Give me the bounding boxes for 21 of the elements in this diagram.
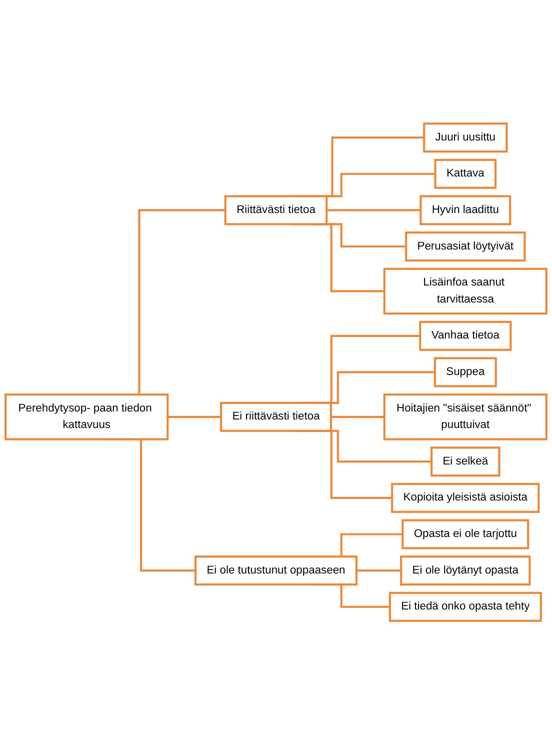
node-box: Opasta ei ole tarjottu [402, 520, 530, 550]
node-box: Juuri uusittu [423, 122, 508, 153]
node-box: Suppea [434, 357, 497, 388]
connector [330, 416, 384, 418]
node-box: Ei selkeä [430, 446, 500, 477]
node-box: Ei riittävästi tietoa [220, 402, 332, 432]
node-box: Kattava [434, 159, 497, 190]
node-box: Vanhaa tietoa [419, 321, 512, 352]
node-box: Lisäinfoa saanut tarvittaessa [383, 268, 548, 315]
node-box: Kopioita yleisistä asioista [391, 483, 540, 514]
node-box: Ei tiedä onko opasta tehty [388, 592, 542, 622]
node-box: Perehdytysop- paan tiedon kattavuus [4, 394, 169, 441]
connector [326, 209, 421, 212]
node-box: Hyvin laadittu [420, 195, 512, 226]
node-box: Ei ole tutustunut oppaaseen [194, 556, 358, 586]
node-box: Perusasiat löytyivät [405, 232, 526, 262]
node-box: Riittävästi tietoa [224, 195, 328, 226]
node-box: Ei ole löytänyt opasta [400, 556, 531, 586]
connector [168, 416, 222, 418]
connector [356, 570, 402, 572]
node-box: Hoitajien "sisäiset säännöt" puuttuivat [383, 394, 548, 441]
